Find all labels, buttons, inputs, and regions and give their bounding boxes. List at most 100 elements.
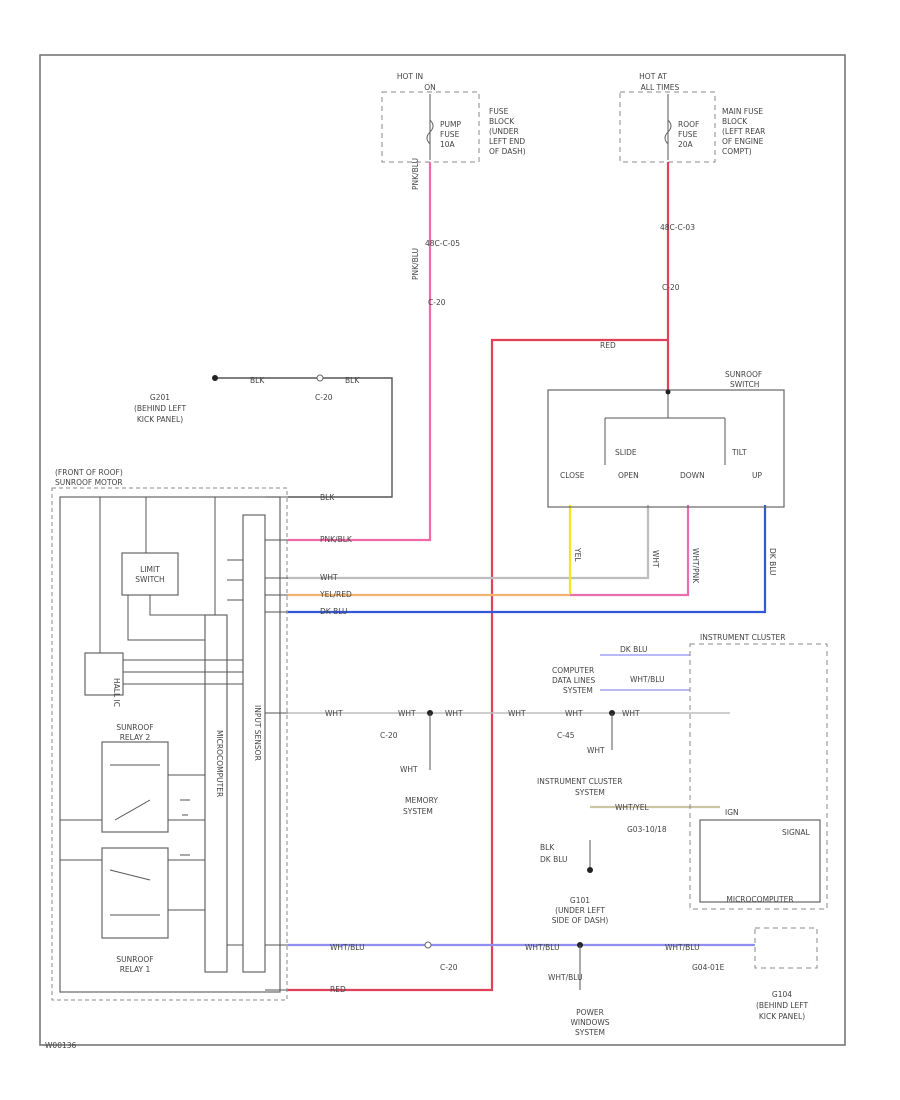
- svg-text:WHT/BLU: WHT/BLU: [330, 943, 365, 952]
- svg-text:(BEHIND LEFT: (BEHIND LEFT: [134, 404, 187, 413]
- relay-1: [101, 847, 169, 939]
- svg-text:20A: 20A: [678, 140, 694, 149]
- wire-dk-blu: [288, 505, 767, 614]
- svg-text:(LEFT REAR: (LEFT REAR: [722, 127, 765, 136]
- svg-text:LIMIT: LIMIT: [140, 565, 160, 574]
- svg-text:HALL IC: HALL IC: [112, 678, 121, 707]
- svg-text:(UNDER LEFT: (UNDER LEFT: [555, 906, 605, 915]
- relay-2: [101, 741, 169, 833]
- svg-text:IGN: IGN: [725, 808, 739, 817]
- wire-wht: [288, 505, 650, 580]
- svg-text:PUMP: PUMP: [440, 120, 461, 129]
- diagram-frame: [39, 54, 846, 1046]
- svg-text:SYSTEM: SYSTEM: [563, 686, 593, 695]
- svg-text:C-20: C-20: [662, 283, 680, 292]
- hot-at-label: HOT AT: [639, 72, 667, 81]
- svg-text:WHT: WHT: [508, 709, 526, 718]
- svg-text:WHT/YEL: WHT/YEL: [615, 803, 649, 812]
- svg-text:SWITCH: SWITCH: [135, 575, 164, 584]
- svg-text:C-20: C-20: [428, 298, 446, 307]
- svg-text:INSTRUMENT CLUSTER: INSTRUMENT CLUSTER: [537, 777, 622, 786]
- svg-text:RELAY 1: RELAY 1: [120, 965, 151, 974]
- svg-text:48C-C-05: 48C-C-05: [425, 239, 460, 248]
- sunroof-switch: SUNROOF SWITCH SLIDE TILT CLOSE OPEN DOW…: [547, 370, 785, 508]
- svg-text:G04-01E: G04-01E: [692, 963, 725, 972]
- svg-text:YEL: YEL: [573, 547, 582, 562]
- svg-text:SIDE OF DASH): SIDE OF DASH): [552, 916, 609, 925]
- svg-text:SUNROOF MOTOR: SUNROOF MOTOR: [55, 478, 123, 487]
- hot-in-label: HOT IN: [397, 72, 423, 81]
- svg-text:COMPUTER: COMPUTER: [552, 666, 594, 675]
- svg-text:PNK/BLK: PNK/BLK: [320, 535, 353, 544]
- svg-text:SYSTEM: SYSTEM: [575, 788, 605, 797]
- svg-text:WHT: WHT: [565, 709, 583, 718]
- input-sensor-box: [242, 514, 266, 973]
- svg-text:ROOF: ROOF: [678, 120, 699, 129]
- svg-text:UP: UP: [752, 471, 762, 480]
- svg-text:G104: G104: [772, 990, 792, 999]
- svg-text:DOWN: DOWN: [680, 471, 705, 480]
- svg-text:G101: G101: [570, 896, 590, 905]
- svg-text:G201: G201: [150, 393, 170, 402]
- svg-text:FUSE: FUSE: [678, 130, 698, 139]
- svg-text:FUSE: FUSE: [440, 130, 460, 139]
- svg-text:DATA LINES: DATA LINES: [552, 676, 595, 685]
- svg-text:TILT: TILT: [731, 448, 747, 457]
- svg-text:WINDOWS: WINDOWS: [570, 1018, 609, 1027]
- svg-text:SWITCH: SWITCH: [730, 380, 759, 389]
- svg-text:WHT/PNK: WHT/PNK: [691, 548, 700, 584]
- svg-text:(UNDER: (UNDER: [489, 127, 519, 136]
- svg-text:SUNROOF: SUNROOF: [725, 370, 762, 379]
- svg-text:WHT: WHT: [587, 746, 605, 755]
- svg-text:PNK/BLU: PNK/BLU: [411, 248, 420, 280]
- svg-text:PNK/BLU: PNK/BLU: [411, 158, 420, 190]
- wire-red-loop: [288, 338, 668, 992]
- svg-text:SUNROOF: SUNROOF: [116, 723, 153, 732]
- fuse-block-right: HOT AT ALL TIMES ROOF FUSE 20A MAIN FUSE…: [619, 72, 765, 163]
- svg-text:BLK: BLK: [345, 376, 360, 385]
- svg-text:48C-C-03: 48C-C-03: [660, 223, 695, 232]
- svg-text:WHT: WHT: [622, 709, 640, 718]
- svg-text:WHT: WHT: [320, 573, 338, 582]
- svg-text:G03-10/18: G03-10/18: [627, 825, 667, 834]
- svg-text:WHT: WHT: [398, 709, 416, 718]
- hot-mode-label: ON: [424, 83, 436, 92]
- svg-text:SYSTEM: SYSTEM: [575, 1028, 605, 1037]
- sunroof-motor: (FRONT OF ROOF) SUNROOF MOTOR MICROCOMPU…: [51, 468, 288, 1001]
- svg-text:MICROCOMPUTER: MICROCOMPUTER: [726, 895, 793, 904]
- fuse-block-left: HOT IN ON PUMP FUSE 10A FUSE BLOCK (UNDE…: [381, 72, 526, 163]
- svg-text:BLOCK: BLOCK: [489, 117, 515, 126]
- svg-text:RED: RED: [330, 985, 346, 994]
- svg-text:DK BLU: DK BLU: [320, 607, 348, 616]
- svg-text:WHT: WHT: [325, 709, 343, 718]
- svg-text:KICK PANEL): KICK PANEL): [137, 415, 183, 424]
- svg-text:SIGNAL: SIGNAL: [782, 828, 811, 837]
- svg-text:WHT: WHT: [400, 765, 418, 774]
- svg-text:OF ENGINE: OF ENGINE: [722, 137, 764, 146]
- svg-text:KICK PANEL): KICK PANEL): [759, 1012, 805, 1021]
- svg-text:C-20: C-20: [315, 393, 333, 402]
- hall-ic: [84, 652, 124, 696]
- instrument-cluster: INSTRUMENT CLUSTER MICROCOMPUTER SIGNAL …: [689, 633, 828, 910]
- svg-text:WHT/BLU: WHT/BLU: [548, 973, 583, 982]
- svg-text:YEL/RED: YEL/RED: [319, 590, 352, 599]
- svg-text:10A: 10A: [440, 140, 456, 149]
- svg-text:OPEN: OPEN: [618, 471, 639, 480]
- hot-mode-label: ALL TIMES: [641, 83, 680, 92]
- svg-text:MAIN FUSE: MAIN FUSE: [722, 107, 763, 116]
- svg-text:BLOCK: BLOCK: [722, 117, 748, 126]
- svg-text:COMPT): COMPT): [722, 147, 752, 156]
- svg-text:C-45: C-45: [557, 731, 575, 740]
- svg-text:SYSTEM: SYSTEM: [403, 807, 433, 816]
- svg-text:WHT: WHT: [445, 709, 463, 718]
- wire-pnk-blu: [288, 162, 432, 542]
- wire-blk-ground: [215, 377, 393, 498]
- svg-text:RELAY 2: RELAY 2: [120, 733, 151, 742]
- svg-text:C-20: C-20: [380, 731, 398, 740]
- svg-text:BLK: BLK: [320, 493, 335, 502]
- svg-text:SUNROOF: SUNROOF: [116, 955, 153, 964]
- svg-text:C-20: C-20: [440, 963, 458, 972]
- svg-text:OF DASH): OF DASH): [489, 147, 526, 156]
- svg-text:SLIDE: SLIDE: [615, 448, 637, 457]
